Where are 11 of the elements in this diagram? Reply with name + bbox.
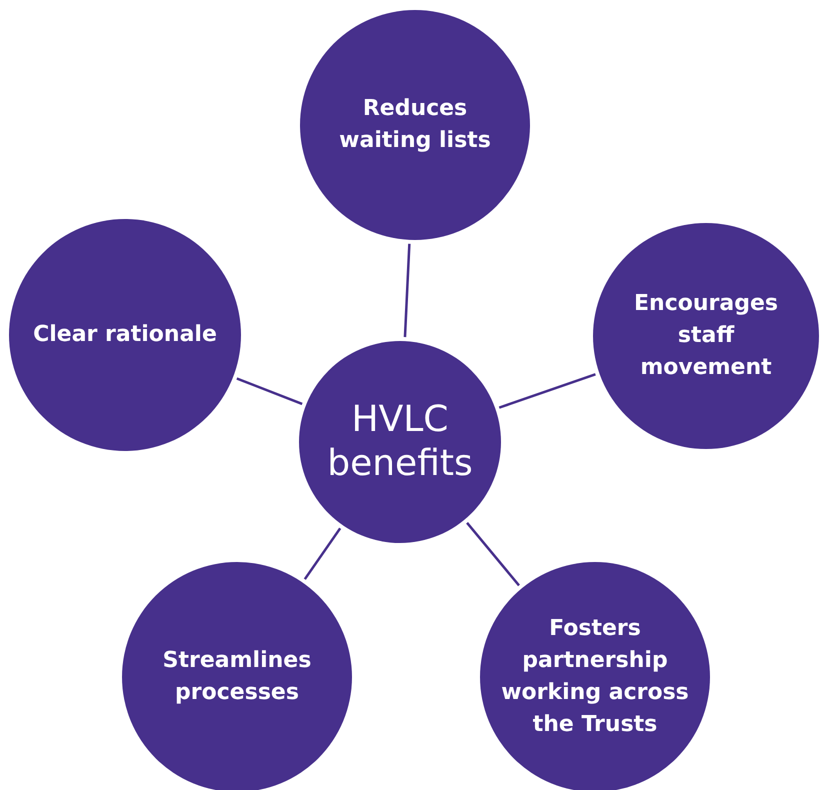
connector-line	[404, 244, 411, 338]
benefit-text: Streamlines processes	[162, 647, 312, 707]
connector-line	[304, 528, 342, 580]
benefit-text: Reduces waiting lists	[338, 95, 492, 155]
connector-line	[236, 377, 303, 406]
benefit-text: Clear rationale	[32, 321, 218, 349]
benefit-text: Encourages staff movement	[633, 290, 779, 382]
connector-line	[466, 522, 520, 586]
hub-title: HVLC benefits	[326, 398, 474, 486]
benefit-text: Fosters partnership working across the Trusts	[500, 615, 690, 739]
connector-line	[498, 373, 596, 409]
